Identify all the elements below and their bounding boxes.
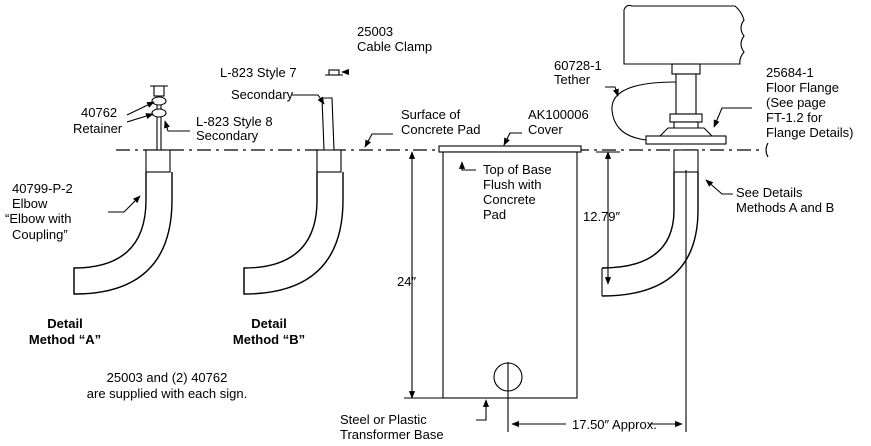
label-see-details-line1: See Details [736,185,803,200]
label-style7-line2: Secondary [231,87,294,102]
note-line1: 25003 and (2) 40762 [107,370,228,385]
detail-a-elbow [73,172,173,295]
tether [611,81,677,141]
sign-body [623,4,745,65]
sign-post [675,73,697,115]
detail-a-title-line1: Detail [47,316,82,331]
base-cover [438,145,582,153]
base-body [442,151,578,399]
retainer-lower [151,108,167,118]
label-style8-line2: Secondary [196,128,259,143]
label-cover-name: Cover [528,122,563,137]
label-cable-clamp-name: Cable Clamp [357,39,432,54]
dimension-12-79: 12.79″ [583,209,621,224]
label-cover-part: AK100006 [528,107,589,122]
label-surface-line2: Concrete Pad [401,122,481,137]
label-top-base-line1: Top of Base [483,162,552,177]
detail-b-coupling [316,149,342,173]
detail-b-title-line2: Method “B” [233,332,305,347]
label-base-line2: Transformer Base [340,427,444,442]
style7-secondary [321,97,335,151]
label-tether-part: 60728-1 [554,58,602,73]
label-tether-name: Tether [554,72,591,87]
dimension-17-50: 17.50″ Approx. [572,417,657,432]
label-elbow-part: 40799-P-2 [12,181,73,196]
label-flange-line2: Floor Flange [766,80,839,95]
detail-a-title-line2: Method “A” [29,332,101,347]
label-elbow-line3: “Elbow with [5,211,71,226]
floor-flange [645,135,727,145]
label-style8-line1: L-823 Style 8 [196,114,273,129]
transformer-base [438,145,582,399]
retainer-upper [151,96,167,106]
detail-b-elbow [243,172,344,295]
label-flange-line4: FT-1.2 for [766,110,823,125]
label-cable-clamp-part: 25003 [357,24,393,39]
label-top-base-line4: Pad [483,207,506,222]
label-flange-line3: (See page [766,95,826,110]
leader-lines [108,68,752,421]
dimension-lines [404,151,687,432]
label-surface-line1: Surface of [401,107,461,122]
label-elbow-line4: Coupling” [12,227,68,242]
label-elbow-line2: Elbow [12,196,48,211]
dimension-24: 24″ [397,274,416,289]
right-elbow [601,172,699,297]
label-flange-line5: Flange Details) [766,125,853,140]
label-see-details-line2: Methods A and B [736,200,834,215]
label-style7-line1: L-823 Style 7 [220,65,297,80]
detail-b-assembly [243,69,344,295]
detail-a-assembly [73,85,173,295]
label-retainer-name: Retainer [73,121,123,136]
cable-clamp [328,69,340,76]
note-line2: are supplied with each sign. [87,386,247,401]
label-base-line1: Steel or Plastic [340,412,427,427]
detail-a-coupling [145,149,171,173]
label-flange-part: 25684-1 [766,65,814,80]
sign-assembly [601,4,745,297]
label-retainer-part: 40762 [81,105,117,120]
detail-b-title-line1: Detail [251,316,286,331]
label-top-base-line2: Flush with [483,177,542,192]
surface-break-mark [765,142,769,158]
label-top-base-line3: Concrete [483,192,536,207]
